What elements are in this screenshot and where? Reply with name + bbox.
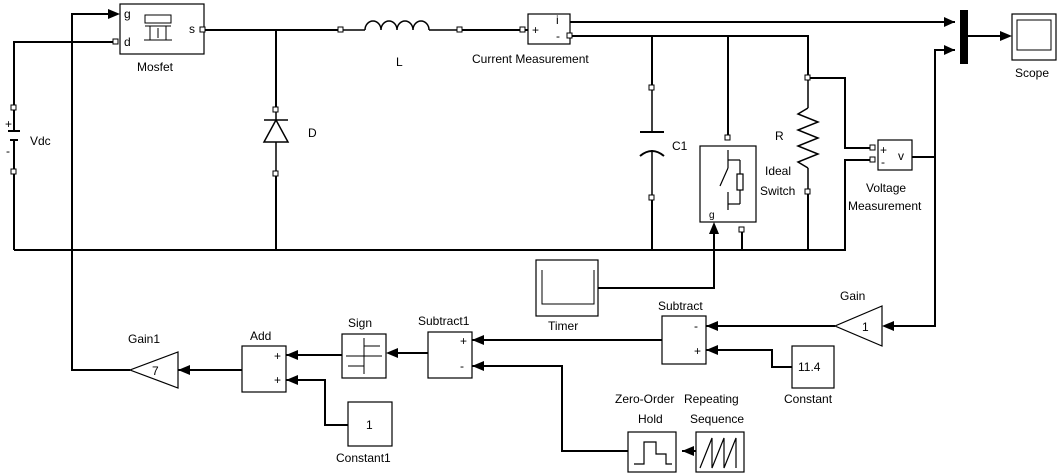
voltage-measurement-minus: - xyxy=(881,155,885,169)
constant1-label: Constant1 xyxy=(336,451,391,465)
ideal-switch-block[interactable]: g Ideal Switch xyxy=(699,145,795,223)
diode-label: D xyxy=(308,126,317,140)
mosfet-icon xyxy=(144,14,172,41)
repeating-sequence-label-1: Repeating xyxy=(684,392,739,406)
add-label: Add xyxy=(250,329,271,343)
sign-block[interactable]: Sign xyxy=(341,316,387,379)
voltage-measurement-label-1: Voltage xyxy=(866,181,906,195)
subtract-plus: + xyxy=(694,344,701,358)
gain1-value: 7 xyxy=(152,364,159,378)
subtract-label: Subtract xyxy=(658,299,703,313)
voltage-measurement-plus: + xyxy=(880,143,887,157)
add-plus-1: + xyxy=(274,349,281,363)
resistor-label: R xyxy=(775,129,784,143)
gain1-block[interactable]: 7 Gain1 xyxy=(128,332,179,389)
vdc-block[interactable]: + - Vdc xyxy=(5,108,51,172)
mux-block[interactable] xyxy=(960,10,968,64)
zoh-label-2: Hold xyxy=(638,412,663,426)
ideal-switch-port-g: g xyxy=(709,210,715,221)
current-measurement-out: i xyxy=(556,13,559,27)
capacitor-label: C1 xyxy=(672,139,688,153)
inductor-block[interactable]: L xyxy=(340,20,460,69)
capacitor-block[interactable]: C1 xyxy=(639,88,688,198)
vdc-label: Vdc xyxy=(30,134,51,148)
zoh-block[interactable]: Zero-Order Hold xyxy=(615,392,677,473)
subtract-block[interactable]: - + Subtract xyxy=(658,299,707,365)
mosfet-port-s: s xyxy=(189,22,195,36)
scope-label: Scope xyxy=(1015,66,1049,80)
repeating-sequence-label-2: Sequence xyxy=(690,412,744,426)
vdc-plus: + xyxy=(5,117,12,131)
vdc-minus: - xyxy=(6,144,10,158)
sawtooth-icon xyxy=(699,437,737,469)
gain1-label: Gain1 xyxy=(128,332,160,346)
subtract1-label: Subtract1 xyxy=(418,314,470,328)
gain-label: Gain xyxy=(840,289,865,303)
voltage-measurement-out: v xyxy=(898,149,904,163)
connection-ports xyxy=(10,26,876,233)
voltage-measurement-block[interactable]: + - v Voltage Measurement xyxy=(848,139,922,213)
subtract-minus: - xyxy=(694,319,698,333)
voltage-measurement-label-2: Measurement xyxy=(848,199,922,213)
mosfet-block[interactable]: g d s Mosfet xyxy=(119,3,205,74)
ideal-switch-label-1: Ideal xyxy=(765,164,791,178)
mosfet-port-d: d xyxy=(124,35,131,49)
scope-block[interactable]: Scope xyxy=(1011,13,1057,80)
wires xyxy=(13,13,1006,452)
constant-block[interactable]: 11.4 Constant xyxy=(784,345,835,406)
current-measurement-block[interactable]: + i - Current Measurement xyxy=(472,13,589,66)
arrowheads xyxy=(108,9,1012,456)
scope-icon xyxy=(1016,19,1052,51)
zoh-label-1: Zero-Order xyxy=(615,392,674,406)
add-plus-2: + xyxy=(274,373,281,387)
subtract1-minus: - xyxy=(460,359,464,373)
mosfet-port-g: g xyxy=(124,7,131,21)
gain-value: 1 xyxy=(862,320,869,334)
constant-label: Constant xyxy=(784,392,833,406)
sign-label: Sign xyxy=(348,316,372,330)
diode-block[interactable]: D xyxy=(262,110,317,174)
current-measurement-label: Current Measurement xyxy=(472,52,589,66)
current-measurement-minus: - xyxy=(556,29,560,43)
constant-value: 11.4 xyxy=(798,360,821,374)
zoh-icon xyxy=(634,441,672,465)
resistor-block[interactable]: R xyxy=(775,78,821,192)
current-measurement-plus: + xyxy=(532,23,539,37)
gain-block[interactable]: 1 Gain xyxy=(833,289,883,347)
ideal-switch-label-2: Switch xyxy=(760,184,795,198)
constant1-value: 1 xyxy=(366,418,373,432)
sign-icon xyxy=(346,338,382,374)
constant1-block[interactable]: 1 Constant1 xyxy=(336,401,393,465)
subtract1-block[interactable]: + - Subtract1 xyxy=(418,314,473,379)
add-block[interactable]: + + Add xyxy=(241,329,287,393)
mosfet-label: Mosfet xyxy=(137,60,174,74)
switch-icon xyxy=(719,150,744,210)
subtract1-plus: + xyxy=(460,334,467,348)
repeating-sequence-block[interactable]: Repeating Sequence xyxy=(684,392,745,473)
inductor-label: L xyxy=(396,55,403,69)
timer-label: Timer xyxy=(548,319,578,333)
timer-block[interactable]: Timer xyxy=(535,259,599,333)
timer-icon xyxy=(541,270,595,305)
